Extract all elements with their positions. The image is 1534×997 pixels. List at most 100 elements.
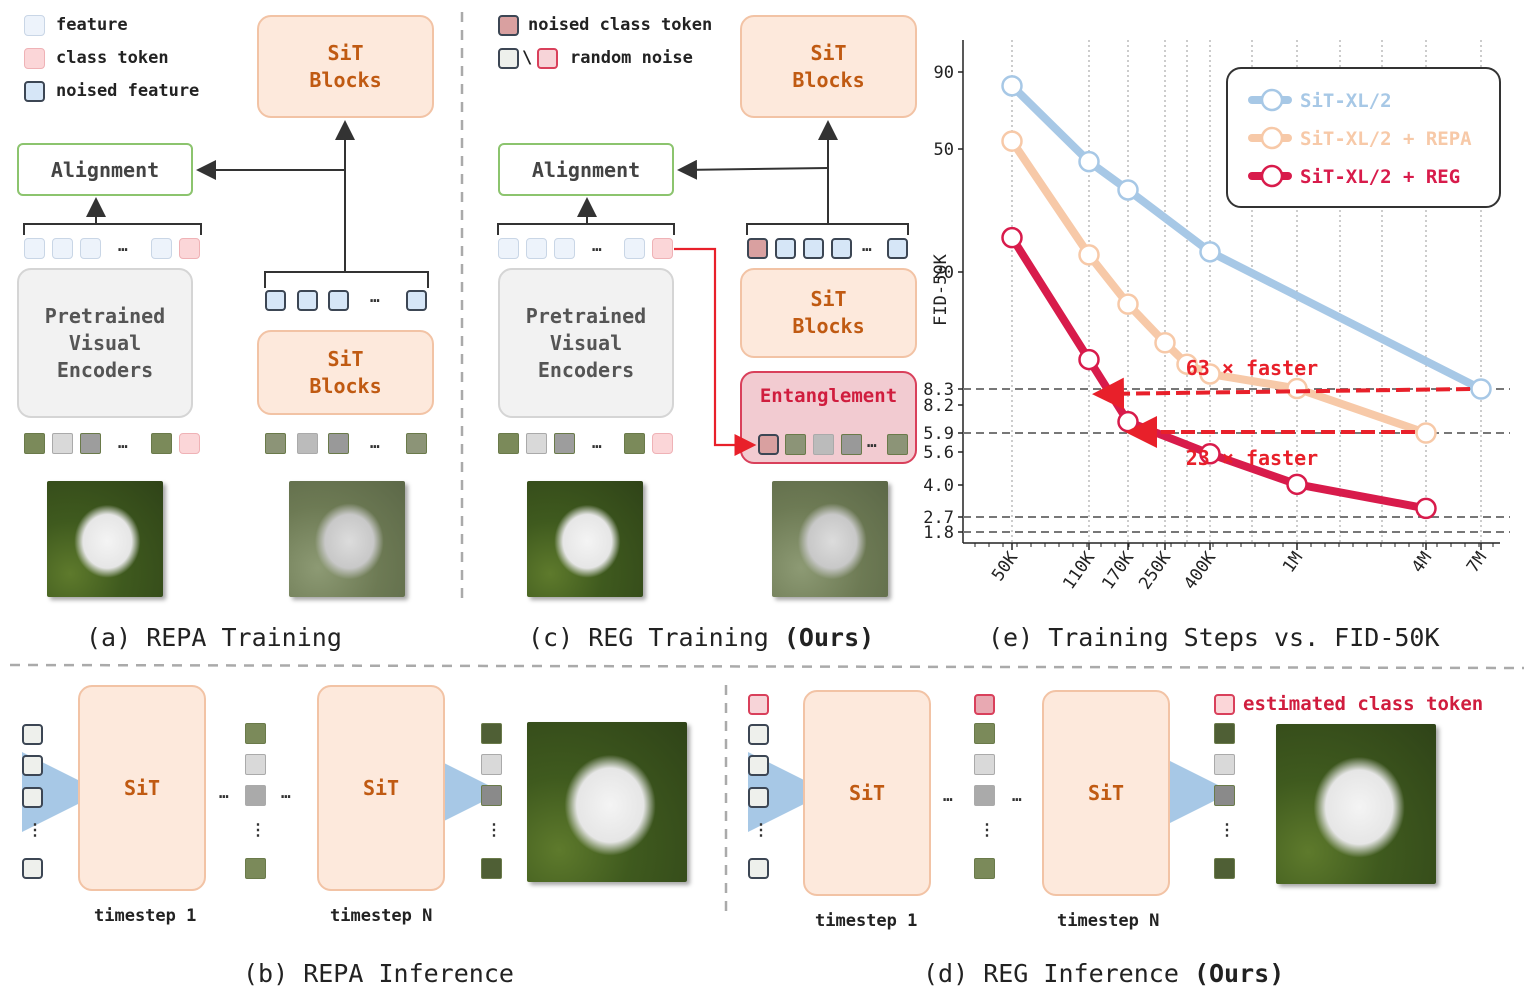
intermediate-patch bbox=[245, 858, 266, 879]
image-patch bbox=[52, 433, 73, 454]
timestep-n-label: timestep N bbox=[1057, 911, 1160, 931]
output-patch bbox=[1214, 858, 1235, 879]
caption-e: (e) Training Steps vs. FID-50K bbox=[988, 623, 1440, 652]
data-point bbox=[1286, 473, 1308, 496]
ellipsis: … bbox=[219, 783, 229, 802]
feature-token bbox=[526, 238, 547, 259]
encoder-line1: Pretrained bbox=[525, 303, 647, 328]
output-patch bbox=[1214, 754, 1235, 775]
dog-image-output-b bbox=[527, 722, 687, 882]
x-tick-label: 7M bbox=[1463, 548, 1491, 576]
data-point bbox=[1001, 75, 1023, 97]
random-noise-token bbox=[22, 858, 43, 879]
caption-c-text: (c) REG Training bbox=[528, 623, 784, 652]
sit-line2: Blocks bbox=[792, 67, 865, 92]
feature-token bbox=[554, 238, 575, 259]
data-point bbox=[1199, 443, 1221, 465]
feature-token bbox=[24, 238, 45, 259]
random-noise-token bbox=[22, 724, 43, 745]
intermediate-patch bbox=[245, 754, 266, 775]
noisy-image-patch bbox=[785, 434, 806, 455]
ellipsis: … bbox=[118, 236, 128, 255]
caption-a: (a) REPA Training bbox=[86, 623, 342, 652]
ellipsis: … bbox=[1012, 786, 1022, 805]
ellipsis: … bbox=[867, 432, 877, 451]
sit-line2: Blocks bbox=[792, 314, 865, 338]
data-point bbox=[1117, 179, 1139, 201]
output-patch bbox=[1214, 785, 1235, 806]
dog-image-noisy bbox=[289, 481, 405, 597]
sit-box-b2: SiT bbox=[317, 685, 445, 891]
data-point bbox=[1415, 497, 1437, 520]
annotation-label: 63 × faster bbox=[1186, 356, 1318, 380]
intermediate-patch bbox=[974, 858, 995, 879]
sit-line1: SiT bbox=[810, 287, 847, 311]
encoder-box-c: Pretrained Visual Encoders bbox=[498, 268, 674, 418]
x-tick-label: 1M bbox=[1279, 548, 1307, 576]
sit-blocks-top-a: SiT Blocks bbox=[257, 15, 434, 118]
sit-blocks-top-c: SiT Blocks bbox=[740, 15, 917, 118]
random-noise-swatch bbox=[498, 48, 519, 69]
legend-class-token-label: class token bbox=[56, 48, 169, 68]
image-patch bbox=[24, 433, 45, 454]
x-tick-label: 170K bbox=[1098, 548, 1138, 594]
noised-token bbox=[297, 290, 318, 311]
noised-token bbox=[265, 290, 286, 311]
random-noise-class-swatch bbox=[537, 48, 558, 69]
ellipsis: … bbox=[592, 236, 602, 255]
intermediate-patch bbox=[974, 723, 995, 744]
intermediate-class-token bbox=[974, 694, 995, 715]
encoder-line1: Pretrained bbox=[44, 303, 166, 328]
image-patch bbox=[151, 433, 172, 454]
encoder-box-a: Pretrained Visual Encoders bbox=[17, 268, 193, 418]
vertical-ellipsis: ⋮ bbox=[753, 820, 769, 839]
noisy-image-patch bbox=[813, 434, 834, 455]
intermediate-patch bbox=[974, 785, 995, 806]
sit-blocks-mid-c: SiT Blocks bbox=[740, 268, 917, 358]
ellipsis: … bbox=[943, 786, 953, 805]
caption-c: (c) REG Training (Ours) bbox=[528, 623, 874, 652]
class-token bbox=[652, 238, 673, 259]
noisy-image-patch bbox=[328, 433, 349, 454]
dog-image-clean bbox=[47, 481, 163, 597]
feature-token bbox=[52, 238, 73, 259]
output-patch bbox=[1214, 723, 1235, 744]
legend-label: SiT-XL/2 + REG bbox=[1300, 166, 1460, 188]
estimated-class-token-label: estimated class token bbox=[1243, 693, 1484, 715]
sit-box-d1: SiT bbox=[803, 690, 931, 896]
dog-image-clean bbox=[527, 481, 643, 597]
sit-line1: SiT bbox=[327, 346, 364, 371]
intermediate-patch bbox=[245, 785, 266, 806]
sit-blocks-bottom-a: SiT Blocks bbox=[257, 330, 434, 415]
caption-b: (b) REPA Inference bbox=[243, 959, 514, 988]
ellipsis: … bbox=[592, 433, 602, 452]
image-patch bbox=[624, 433, 645, 454]
noised-class-token bbox=[747, 238, 768, 259]
feature-token bbox=[151, 238, 172, 259]
legend-feature-label: feature bbox=[56, 15, 128, 35]
x-tick-label: 400K bbox=[1180, 548, 1220, 594]
y-tick-label: 8.3 bbox=[923, 380, 954, 400]
dog-image-output-d bbox=[1276, 724, 1436, 884]
noised-token bbox=[775, 238, 796, 259]
data-point bbox=[1117, 293, 1139, 315]
encoder-line2: Visual bbox=[549, 330, 623, 355]
class-token bbox=[179, 238, 200, 259]
noisy-image-patch bbox=[297, 433, 318, 454]
caption-d-ours: (Ours) bbox=[1193, 959, 1285, 988]
x-tick-label: 110K bbox=[1059, 548, 1099, 594]
random-noise-token bbox=[22, 755, 43, 776]
alignment-box-a: Alignment bbox=[17, 143, 193, 196]
image-patch bbox=[526, 433, 547, 454]
noisy-image-patch bbox=[406, 433, 427, 454]
y-tick-label: 50 bbox=[934, 140, 954, 160]
ellipsis: … bbox=[281, 783, 291, 802]
timestep-1-label: timestep 1 bbox=[94, 906, 197, 926]
data-point bbox=[1415, 422, 1437, 444]
y-tick-label: 8.2 bbox=[923, 396, 954, 416]
random-noise-token bbox=[748, 858, 769, 879]
data-point bbox=[1001, 226, 1023, 249]
data-point bbox=[1154, 332, 1176, 354]
feature-swatch bbox=[24, 15, 45, 36]
